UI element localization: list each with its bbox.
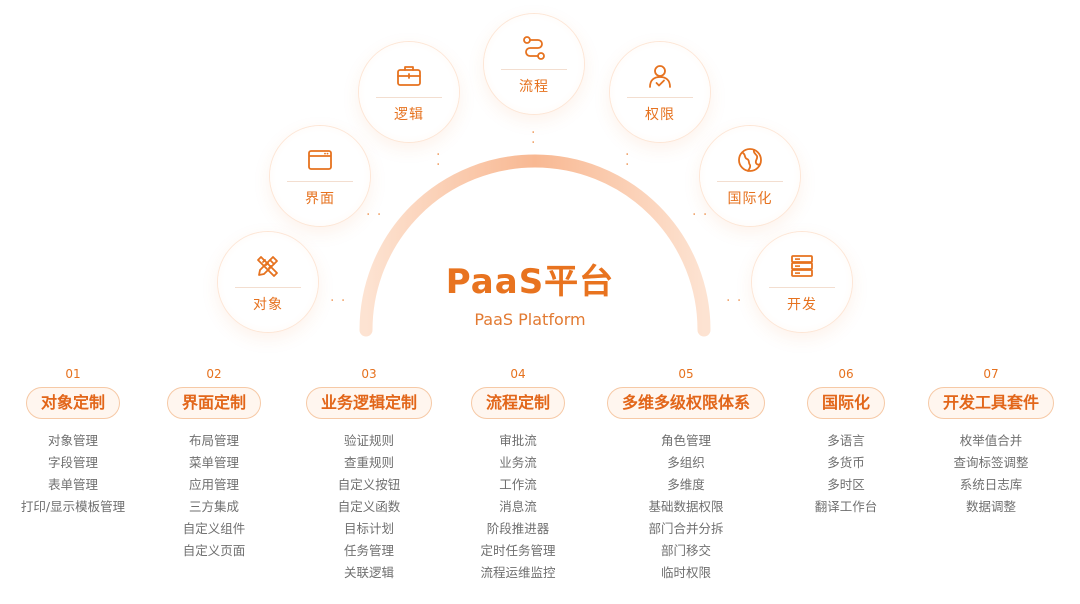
feature-list: 角色管理 多组织 多维度 基础数据权限 部门合并分拆 部门移交 临时权限 [596,430,776,584]
node-label: 界面 [305,190,335,207]
column-number: 06 [838,367,854,381]
column-title: 多维多级权限体系 [606,387,765,419]
node-label: 权限 [645,106,675,123]
connector-dots: · · [692,207,709,223]
node-interface: 界面 [270,126,370,226]
list-item: 多维度 [667,477,705,492]
column-number: 01 [65,367,81,381]
column-flow: 04 流程定制 审批流 业务流 工作流 消息流 阶段推进器 定时任务管理 流程运… [458,366,578,584]
list-item: 自定义组件 [182,521,246,536]
server-stack-icon [791,254,813,277]
node-label: 逻辑 [394,106,424,123]
list-item: 三方集成 [188,499,239,514]
list-item: 阶段推进器 [486,521,550,536]
center-subtitle: PaaS Platform [474,310,586,329]
node-object: 对象 [218,232,318,332]
pencil-ruler-icon [257,255,278,277]
list-item: 工作流 [499,477,537,492]
node-flow: 流程 [484,14,584,114]
list-item: 布局管理 [188,433,239,448]
list-item: 表单管理 [47,477,98,492]
toolbox-icon [397,65,421,86]
list-item: 自定义按钮 [337,477,401,492]
list-item: 基础数据权限 [648,499,724,514]
node-i18n: 国际化 [700,126,800,226]
list-item: 角色管理 [660,433,711,448]
list-item: 审批流 [499,433,537,448]
list-item: 业务流 [499,455,537,470]
feature-list: 审批流 业务流 工作流 消息流 阶段推进器 定时任务管理 流程运维监控 [458,430,578,584]
feature-list: 布局管理 菜单管理 应用管理 三方集成 自定义组件 自定义页面 [154,430,274,562]
list-item: 查询标签调整 [953,455,1029,470]
center-title: PaaS平台 [445,262,615,302]
column-title: 界面定制 [166,387,261,419]
list-item: 多货币 [827,455,865,470]
list-item: 多语言 [827,433,865,448]
node-label: 对象 [253,296,283,313]
connector-dots: ·· [531,125,537,151]
list-item: 目标计划 [343,521,394,536]
column-number: 04 [510,367,526,381]
column-dev-tools: 07 开发工具套件 枚举值合并 查询标签调整 系统日志库 数据调整 [916,366,1066,518]
column-object: 01 对象定制 对象管理 字段管理 表单管理 打印/显示模板管理 [8,366,138,518]
column-number: 03 [361,367,377,381]
list-item: 定时任务管理 [480,543,556,558]
column-i18n: 06 国际化 多语言 多货币 多时区 翻译工作台 [796,366,896,518]
column-title: 开发工具套件 [927,387,1054,419]
connector-dots: · · [726,293,743,309]
list-item: 流程运维监控 [480,565,556,580]
list-item: 多组织 [667,455,705,470]
connector-dots: ·· [436,147,442,173]
connector-dots: · · [330,293,347,309]
list-item: 枚举值合并 [959,433,1023,448]
node-permission: 权限 [610,42,710,142]
list-item: 部门合并分拆 [648,521,724,536]
node-logic: 逻辑 [359,42,459,142]
list-item: 关联逻辑 [343,565,394,580]
connector-dots: · · [366,207,383,223]
list-item: 打印/显示模板管理 [20,499,126,514]
column-business-logic: 03 业务逻辑定制 验证规则 查重规则 自定义按钮 自定义函数 目标计划 任务管… [294,366,444,584]
list-item: 多时区 [827,477,865,492]
column-number: 07 [983,367,999,381]
node-label: 国际化 [727,190,773,207]
list-item: 消息流 [499,499,537,514]
list-item: 验证规则 [343,433,394,448]
list-item: 字段管理 [47,455,98,470]
node-label: 开发 [787,296,817,313]
list-item: 自定义函数 [337,499,401,514]
feature-list: 验证规则 查重规则 自定义按钮 自定义函数 目标计划 任务管理 关联逻辑 [294,430,444,584]
column-title: 对象定制 [25,387,120,419]
column-permission: 05 多维多级权限体系 角色管理 多组织 多维度 基础数据权限 部门合并分拆 部… [596,366,776,584]
list-item: 对象管理 [47,433,98,448]
node-label: 流程 [519,78,549,95]
list-item: 自定义页面 [182,543,246,558]
connector-dots: ·· [625,147,631,173]
globe-icon [738,147,762,172]
feature-list: 枚举值合并 查询标签调整 系统日志库 数据调整 [916,430,1066,518]
list-item: 查重规则 [343,455,394,470]
column-title: 流程定制 [470,387,565,419]
column-title: 业务逻辑定制 [305,387,432,419]
feature-list: 对象管理 字段管理 表单管理 打印/显示模板管理 [8,430,138,518]
list-item: 数据调整 [965,499,1016,514]
list-item: 菜单管理 [188,455,239,470]
list-item: 任务管理 [343,543,394,558]
list-item: 应用管理 [188,477,239,492]
node-dev: 开发 [752,232,852,332]
list-item: 临时权限 [660,565,711,580]
list-item: 部门移交 [660,543,711,558]
column-title: 国际化 [806,387,885,419]
column-number: 02 [206,367,222,381]
list-item: 翻译工作台 [814,499,878,514]
list-item: 系统日志库 [959,477,1023,492]
flow-path-icon [523,35,545,60]
user-check-icon [649,64,671,88]
column-number: 05 [678,367,694,381]
browser-window-icon [308,149,332,170]
feature-list: 多语言 多货币 多时区 翻译工作台 [796,430,896,518]
column-interface: 02 界面定制 布局管理 菜单管理 应用管理 三方集成 自定义组件 自定义页面 [154,366,274,562]
